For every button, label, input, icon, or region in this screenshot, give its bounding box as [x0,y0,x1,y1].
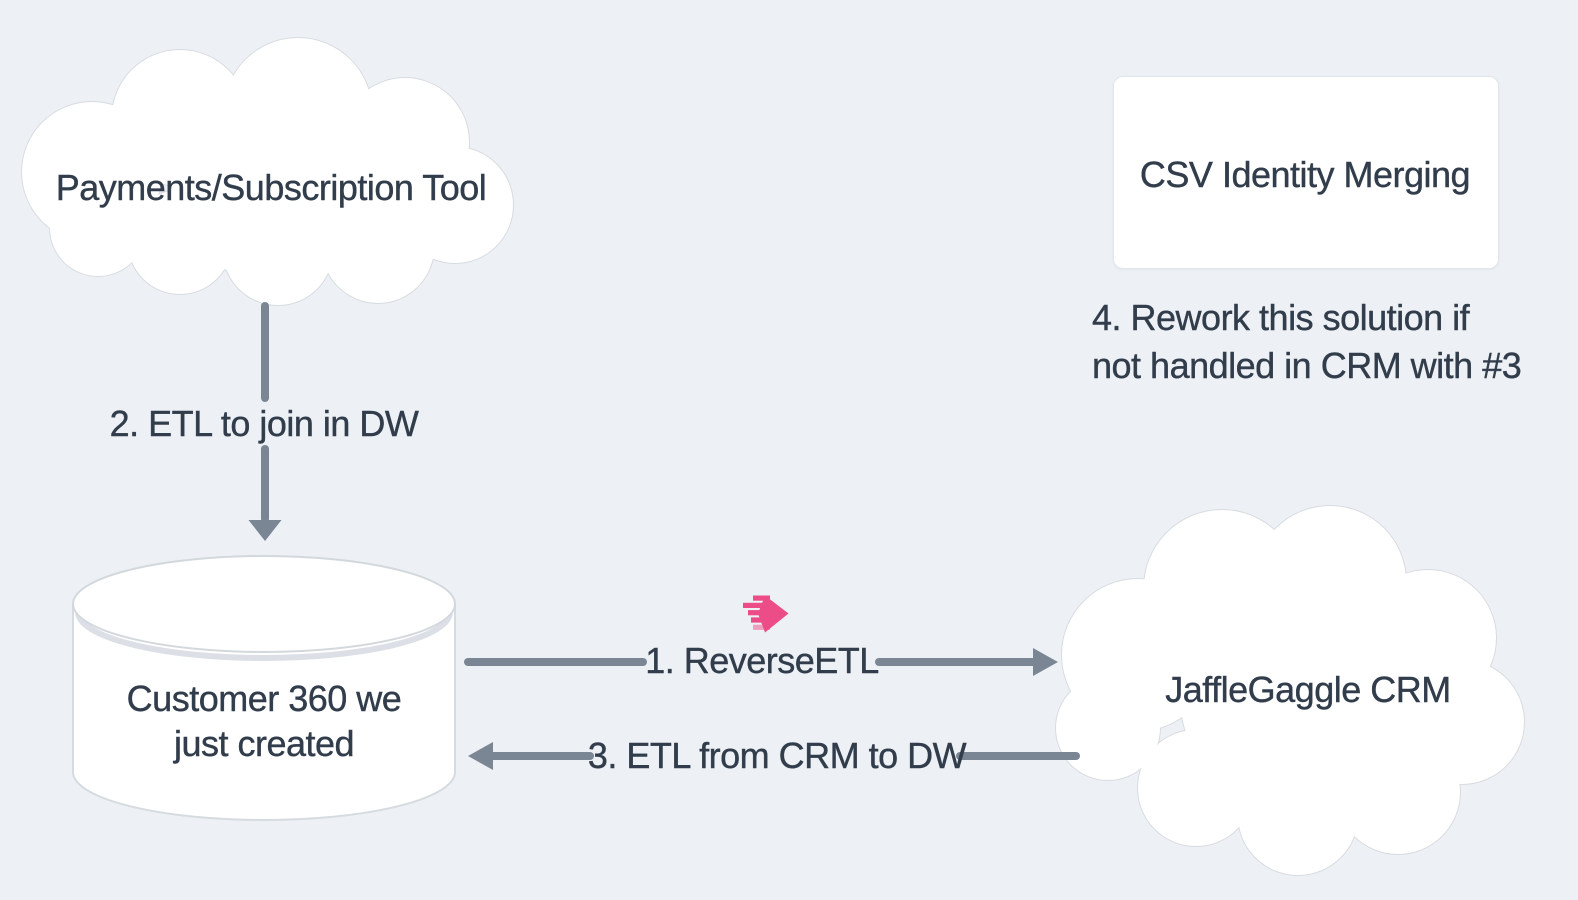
arrow-reverse-etl [464,648,1058,676]
csv-card-label: CSV Identity Merging [1139,154,1471,195]
arrow-etl-from-crm [468,742,1080,770]
arrow-down-head [248,520,282,541]
warehouse-label-line2: just created [173,723,355,764]
payments-cloud-label: Payments/Subscription Tool [55,167,487,208]
rework-note-line1: 4. Rework this solution if [1092,297,1470,338]
csv-identity-card [1113,76,1499,269]
cylinder-rim-shadow [75,611,453,661]
warehouse-label-line1: Customer 360 we [126,678,402,719]
warehouse-cylinder-label: Customer 360 we just created [126,676,402,766]
rework-note-line2: not handled in CRM with #3 [1092,345,1522,386]
rework-note: 4. Rework this solution if not handled i… [1092,294,1522,390]
warehouse-cylinder-shape [72,555,456,821]
edge-label-etl-from-crm: 3. ETL from CRM to DW [587,735,967,776]
hightouch-pink-logo-icon [743,595,789,633]
edge-label-reverse-etl: 1. ReverseETL [645,640,880,681]
arrow-right-head [1033,648,1058,676]
edge-label-etl-to-dw: 2. ETL to join in DW [109,403,419,444]
arrow-left-head [468,742,493,770]
arrow-etl-to-dw [248,302,282,541]
crm-cloud-label: JaffleGaggle CRM [1165,669,1451,710]
